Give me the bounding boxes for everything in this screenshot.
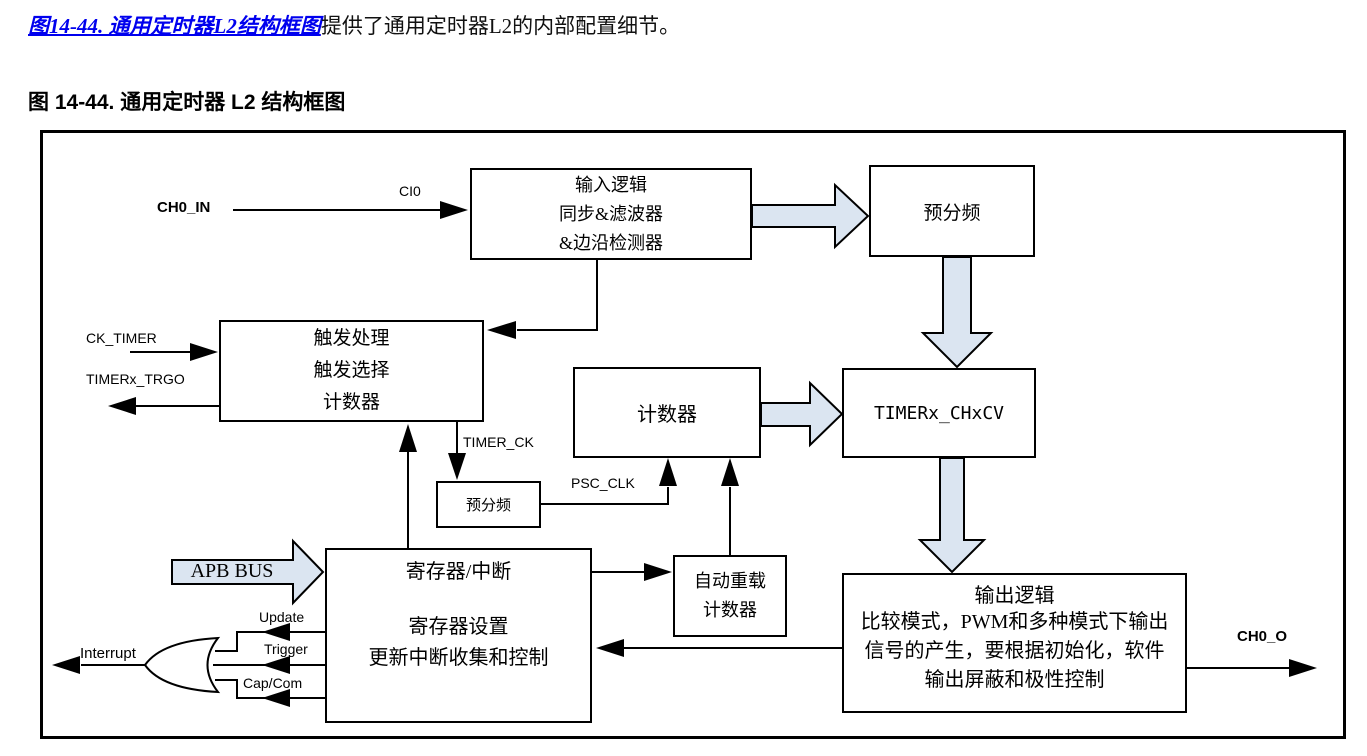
or-gate-icon bbox=[143, 636, 221, 694]
prescaler-top-box: 预分频 bbox=[869, 165, 1035, 257]
wire-timerx-trgo bbox=[108, 397, 219, 415]
label-ck-timer: CK_TIMER bbox=[86, 330, 157, 346]
wire-psc-clk bbox=[541, 458, 677, 505]
label-apb-bus: APB BUS bbox=[190, 560, 274, 582]
label-timer-ck: TIMER_CK bbox=[463, 434, 534, 450]
intro-text: 提供了通用定时器L2的内部配置细节。 bbox=[320, 14, 681, 38]
wire-ck-timer bbox=[130, 343, 218, 361]
wire-ch0-o bbox=[1187, 659, 1317, 677]
wire-trigger bbox=[213, 656, 325, 674]
output-logic-box-body: 比较模式，PWM和多种模式下输出 信号的产生，要根据初始化，软件 输出屏蔽和极性… bbox=[860, 611, 1169, 691]
registers-box-title: 寄存器/中断 bbox=[405, 561, 512, 583]
flow-arrow-chxcv-to-output bbox=[917, 457, 987, 574]
label-update: Update bbox=[259, 609, 305, 625]
label-ci0: CI0 bbox=[399, 183, 421, 199]
registers-box-body: 寄存器设置 更新中断收集和控制 bbox=[368, 616, 549, 669]
label-ch0-o: CH0_O bbox=[1237, 628, 1288, 645]
wire-ch0-in bbox=[233, 201, 468, 219]
wire-update bbox=[215, 623, 325, 652]
trigger-unit-box: 触发处理 触发选择 计数器 bbox=[219, 320, 484, 422]
flow-arrow-apb-bus bbox=[171, 538, 325, 606]
counter-box: 计数器 bbox=[573, 367, 761, 458]
wire-output-to-registers bbox=[596, 639, 842, 657]
wire-timer-ck bbox=[448, 422, 466, 480]
intro-paragraph: 图14-44. 通用定时器L2结构框图提供了通用定时器L2的内部配置细节。 bbox=[28, 10, 680, 40]
flow-arrow-counter-to-chxcv bbox=[760, 380, 844, 448]
label-ch0-in: CH0_IN bbox=[157, 199, 211, 216]
flow-arrow-prescaler-to-chxcv bbox=[920, 256, 994, 369]
wire-reload-to-counter bbox=[721, 458, 739, 555]
auto-reload-box: 自动重载 计数器 bbox=[673, 555, 787, 637]
wire-input-to-trigger bbox=[487, 260, 598, 339]
wire-interrupt bbox=[52, 656, 146, 674]
input-logic-box: 输入逻辑 同步&滤波器 &边沿检测器 bbox=[470, 168, 752, 260]
label-psc-clk: PSC_CLK bbox=[571, 475, 635, 491]
wire-registers-to-reload bbox=[592, 563, 672, 581]
wire-registers-to-trigger bbox=[399, 424, 417, 548]
label-cap-com: Cap/Com bbox=[243, 675, 303, 691]
label-timerx-trgo: TIMERx_TRGO bbox=[86, 371, 185, 387]
figure-link[interactable]: 图14-44. 通用定时器L2结构框图 bbox=[28, 14, 321, 38]
label-interrupt: Interrupt bbox=[80, 645, 136, 662]
label-trigger: Trigger bbox=[264, 641, 308, 657]
output-logic-box-title: 输出逻辑 bbox=[974, 585, 1055, 607]
diagram-frame bbox=[40, 130, 1346, 739]
prescaler-small-box: 预分频 bbox=[436, 481, 541, 528]
wire-cap-com bbox=[215, 679, 325, 707]
flow-arrow-input-to-prescaler bbox=[751, 182, 870, 250]
timerx-chxcv-box: TIMERx_CHxCV bbox=[842, 368, 1036, 458]
figure-heading: 图 14-44. 通用定时器 L2 结构框图 bbox=[28, 91, 346, 114]
